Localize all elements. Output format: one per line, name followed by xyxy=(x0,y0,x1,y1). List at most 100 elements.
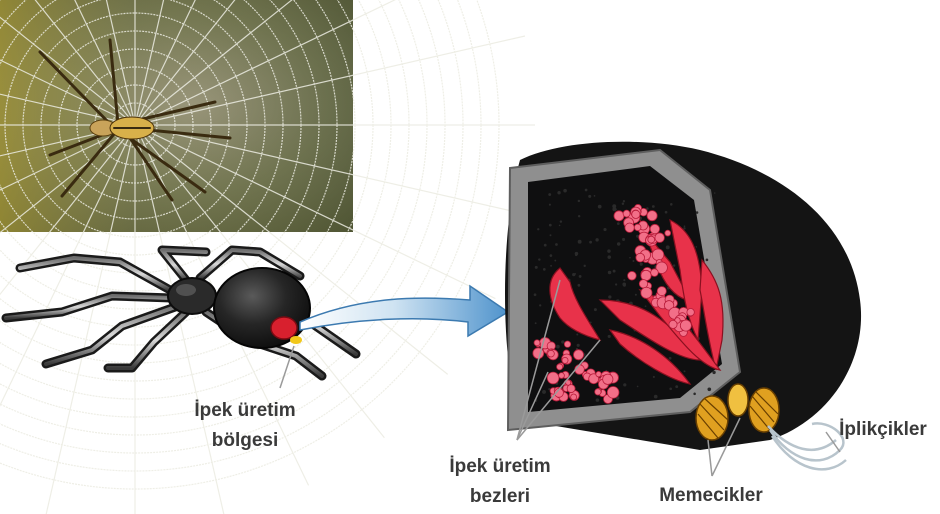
cavity-speckle xyxy=(584,265,586,267)
cavity-speckle xyxy=(544,244,547,247)
cavity-speckle xyxy=(623,279,625,281)
gland-lobule xyxy=(603,374,613,384)
cavity-speckle xyxy=(623,284,626,287)
cavity-speckle xyxy=(632,260,634,262)
cavity-speckle xyxy=(712,371,715,374)
cavity-speckle xyxy=(714,192,716,194)
cavity-speckle xyxy=(563,189,567,193)
cavity-speckle xyxy=(617,242,620,245)
cavity-speckle xyxy=(535,322,537,324)
cavity-speckle xyxy=(706,259,709,262)
label-silk-glands-line2: bezleri xyxy=(425,482,575,512)
cavity-speckle xyxy=(695,246,697,248)
gland-lobule xyxy=(652,249,664,261)
cavity-speckle xyxy=(574,273,576,275)
gland-lobule xyxy=(665,230,671,236)
cavity-speckle xyxy=(596,398,600,402)
label-silk-region-line1: İpek üretim xyxy=(175,396,315,426)
cavity-speckle xyxy=(684,225,686,227)
cavity-speckle xyxy=(585,189,588,192)
gland-lobule xyxy=(651,269,659,277)
cavity-speckle xyxy=(595,238,598,241)
cavity-speckle xyxy=(645,305,647,307)
gland-lobule xyxy=(641,287,652,298)
gland-lobule xyxy=(636,253,645,262)
cavity-speckle xyxy=(550,254,553,257)
gland-lobule xyxy=(657,287,666,296)
cavity-speckle xyxy=(594,195,596,197)
gland-lobule xyxy=(628,271,637,280)
cavity-speckle xyxy=(594,308,597,311)
gland-lobule xyxy=(641,270,651,280)
cavity-speckle xyxy=(578,215,580,217)
cavity-speckle xyxy=(608,271,611,274)
cavity-speckle xyxy=(555,243,558,246)
gland-lobule xyxy=(559,373,565,379)
cavity-speckle xyxy=(537,228,539,230)
gland-lobule xyxy=(639,280,647,288)
cavity-speckle xyxy=(615,283,617,285)
gland-lobule xyxy=(655,233,664,242)
cavity-speckle xyxy=(607,249,610,252)
cavity-speckle xyxy=(535,266,538,269)
cavity-speckle xyxy=(635,294,637,296)
gland-lobule xyxy=(547,372,559,384)
cavity-speckle xyxy=(665,211,668,214)
cavity-speckle xyxy=(550,265,552,267)
gland-lobule xyxy=(647,211,657,221)
cavity-speckle xyxy=(669,387,672,390)
silk-region-marking xyxy=(271,317,297,339)
cavity-speckle xyxy=(669,357,672,360)
gland-lobule xyxy=(625,223,634,232)
cavity-speckle xyxy=(549,224,552,227)
label-silk-glands-line1: İpek üretim xyxy=(425,452,575,482)
label-silk-region: İpek üretim bölgesi xyxy=(175,396,315,456)
cavity-speckle xyxy=(666,245,670,249)
gland-lobule xyxy=(564,341,570,347)
gland-lobule xyxy=(614,211,624,221)
cavity-speckle xyxy=(549,204,551,206)
cavity-speckle xyxy=(622,238,625,241)
cavity-speckle xyxy=(652,205,655,208)
gland-lobule xyxy=(567,385,575,393)
cavity-speckle xyxy=(542,390,546,394)
cavity-speckle xyxy=(629,257,631,259)
cavity-speckle xyxy=(548,193,551,196)
gland-lobule xyxy=(534,340,540,346)
gland-lobule xyxy=(596,371,601,376)
cavity-speckle xyxy=(654,395,658,399)
cavity-speckle xyxy=(675,385,678,388)
label-spinnerets: Memecikler xyxy=(646,481,776,511)
cavity-speckle xyxy=(607,255,611,259)
cavity-speckle xyxy=(577,344,580,347)
gland-lobule xyxy=(687,308,694,315)
cavity-speckle xyxy=(554,260,556,262)
cavity-speckle xyxy=(623,200,625,202)
cavity-speckle xyxy=(576,333,578,335)
gland-lobule xyxy=(680,320,691,331)
cavity-speckle xyxy=(560,220,562,222)
cavity-speckle xyxy=(608,295,611,298)
cavity-speckle xyxy=(707,387,711,391)
label-spinnerets-text: Memecikler xyxy=(646,481,776,511)
cavity-speckle xyxy=(603,228,606,231)
cavity-speckle xyxy=(561,340,564,343)
gland-lobule xyxy=(607,387,619,399)
cavity-speckle xyxy=(640,263,643,266)
cavity-speckle xyxy=(534,293,537,296)
gland-lobule xyxy=(533,348,544,359)
gland-lobule xyxy=(573,350,583,360)
gland-lobule xyxy=(650,224,659,233)
cavity-speckle xyxy=(543,268,546,271)
cavity-speckle xyxy=(670,203,673,206)
label-silk-glands: İpek üretim bezleri xyxy=(425,452,575,512)
cavity-speckle xyxy=(617,222,620,225)
cavity-speckle xyxy=(693,393,696,396)
cavity-speckle xyxy=(559,225,561,227)
cavity-speckle xyxy=(578,284,581,287)
cavity-speckle xyxy=(550,234,552,236)
cavity-speckle xyxy=(556,345,560,349)
label-spigots: İplikçikler xyxy=(826,415,940,445)
cavity-speckle xyxy=(575,254,578,257)
